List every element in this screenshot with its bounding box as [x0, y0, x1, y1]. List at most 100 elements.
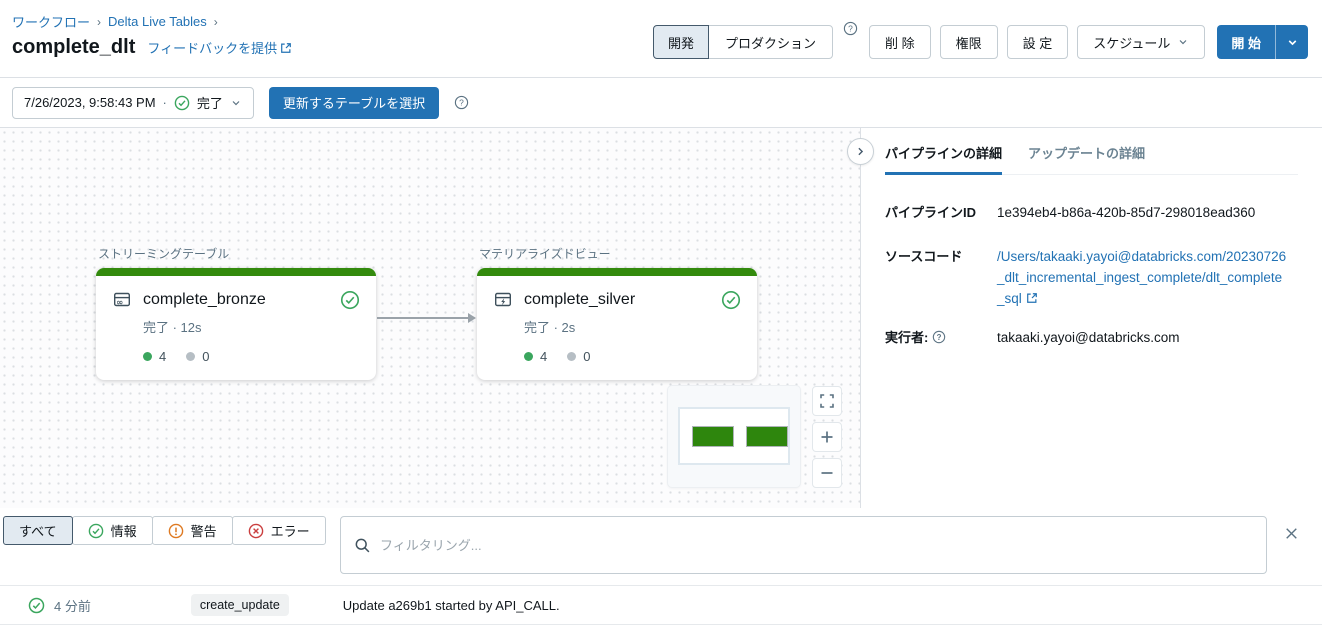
- event-type-badge: create_update: [190, 594, 289, 616]
- breadcrumb-dlt[interactable]: Delta Live Tables: [108, 14, 207, 29]
- event-log-search: [340, 516, 1267, 574]
- fail-dot: [567, 352, 577, 361]
- chevron-down-icon: [1179, 40, 1187, 45]
- filter-error-chip[interactable]: エラー: [231, 516, 326, 545]
- filter-info-chip[interactable]: 情報: [71, 516, 153, 545]
- filter-warning-chip[interactable]: 警告: [151, 516, 233, 545]
- main-area: ストリーミングテーブル ∞ complete_bronze 完了 · 12s: [0, 128, 1322, 508]
- mode-dev-button[interactable]: 開発: [652, 25, 709, 59]
- schedule-button[interactable]: スケジュール: [1077, 25, 1206, 59]
- fail-dot: [186, 352, 196, 361]
- start-split-button: 開 始: [1217, 25, 1308, 59]
- node-status-line: 完了 · 2s: [524, 320, 576, 335]
- node-group-streaming-table: ストリーミングテーブル ∞ complete_bronze 完了 · 12s: [96, 245, 376, 380]
- tab-pipeline-details[interactable]: パイプラインの詳細: [885, 143, 1003, 175]
- filter-error-label: エラー: [270, 524, 310, 539]
- success-check-icon: [174, 95, 190, 110]
- minimap-viewport[interactable]: [678, 407, 790, 465]
- select-tables-button[interactable]: 更新するテーブルを選択: [268, 86, 440, 119]
- header-actions: 開発 プロダクション ? 削 除 権限 設 定 スケジュール 開 始: [652, 21, 1308, 77]
- svg-text:?: ?: [459, 98, 464, 108]
- warning-icon: [168, 523, 183, 538]
- run-timestamp: 7/26/2023, 9:58:43 PM: [24, 95, 156, 110]
- zoom-controls: [812, 386, 842, 488]
- details-panel: パイプラインの詳細 アップデートの詳細 パイプラインID 1e394eb4-b8…: [847, 128, 1322, 508]
- zoom-in-button[interactable]: [812, 422, 842, 452]
- breadcrumb-separator: ›: [97, 14, 102, 29]
- tab-update-details[interactable]: アップデートの詳細: [1028, 146, 1146, 161]
- graph-edge-arrow: [377, 313, 476, 322]
- filter-all-label: すべて: [19, 524, 57, 539]
- start-dropdown-button[interactable]: [1275, 25, 1308, 59]
- zoom-out-button[interactable]: [812, 458, 842, 488]
- external-link-icon: [1026, 292, 1037, 303]
- feedback-link[interactable]: フィードバックを提供: [147, 38, 292, 57]
- event-log-filter-bar: すべて 情報 警告 エラー: [0, 508, 1322, 574]
- node-status-line: 完了 · 12s: [143, 320, 202, 335]
- permissions-button[interactable]: 権限: [939, 25, 998, 59]
- node-group-label: ストリーミングテーブル: [98, 247, 230, 261]
- mode-toggle: 開発 プロダクション: [652, 25, 834, 59]
- node-group-label: マテリアライズドビュー: [479, 247, 611, 261]
- mode-help-icon[interactable]: ?: [843, 21, 858, 36]
- chevron-down-icon: [1288, 39, 1296, 45]
- update-bar: 7/26/2023, 9:58:43 PM · 完了 更新するテーブルを選択 ?: [0, 78, 1322, 128]
- page-header: ワークフロー › Delta Live Tables › complete_dl…: [0, 0, 1322, 78]
- owner-help-icon[interactable]: ?: [932, 330, 946, 344]
- details-tabs: パイプラインの詳細 アップデートの詳細: [885, 143, 1298, 175]
- feedback-link-label: フィードバックを提供: [147, 41, 278, 56]
- close-event-log-button[interactable]: [1283, 525, 1300, 542]
- source-code-link[interactable]: /Users/takaaki.yayoi@databricks.com/2023…: [997, 247, 1289, 310]
- settings-button[interactable]: 設 定: [1006, 25, 1069, 59]
- run-status: 完了: [196, 96, 223, 111]
- pipeline-id-label: パイプラインID: [885, 205, 977, 220]
- source-code-path: /Users/takaaki.yayoi@databricks.com/2023…: [997, 248, 1287, 306]
- update-run-selector[interactable]: 7/26/2023, 9:58:43 PM · 完了: [12, 86, 254, 119]
- mode-prod-button[interactable]: プロダクション: [708, 25, 834, 59]
- panel-collapse-button[interactable]: [847, 138, 874, 165]
- info-check-icon: [88, 523, 103, 538]
- fit-to-screen-button[interactable]: [812, 386, 842, 416]
- run-separator: ·: [162, 95, 167, 110]
- node-metrics: 4 0: [524, 349, 741, 364]
- start-button[interactable]: 開 始: [1231, 35, 1261, 51]
- owner-label: 実行者:: [885, 329, 929, 345]
- error-icon: [248, 523, 263, 538]
- node-success-icon: [340, 290, 360, 310]
- external-link-icon: [281, 42, 291, 53]
- fullscreen-icon: [820, 394, 834, 408]
- node-metrics: 4 0: [143, 349, 360, 364]
- success-dot: [143, 352, 152, 361]
- breadcrumb: ワークフロー › Delta Live Tables ›: [12, 12, 292, 31]
- delete-button[interactable]: 削 除: [869, 25, 931, 59]
- pipeline-id-row: パイプラインID 1e394eb4-b86a-420b-85d7-298018e…: [885, 203, 1298, 224]
- node-group-materialized-view: マテリアライズドビュー complete_silver 完了 · 2s: [477, 245, 757, 380]
- event-message: Update a269b1 started by API_CALL.: [342, 597, 560, 613]
- chevron-right-icon: [858, 147, 864, 156]
- chevron-down-icon: [232, 100, 240, 105]
- header-left: ワークフロー › Delta Live Tables › complete_dl…: [12, 12, 292, 77]
- pipeline-id-value: 1e394eb4-b86a-420b-85d7-298018ead360: [997, 205, 1256, 220]
- node-name: complete_bronze: [143, 291, 266, 308]
- materialized-view-icon: [495, 292, 512, 307]
- event-log-section: すべて 情報 警告 エラー 4 分前 create_update Updat: [0, 508, 1322, 638]
- pipeline-graph-canvas[interactable]: ストリーミングテーブル ∞ complete_bronze 完了 · 12s: [0, 128, 861, 508]
- event-time: 4 分前: [54, 598, 91, 614]
- event-log-row[interactable]: 4 分前 create_update Update a269b1 started…: [0, 585, 1322, 625]
- graph-minimap[interactable]: [668, 386, 800, 487]
- node-name: complete_silver: [524, 291, 636, 308]
- source-code-row: ソースコード /Users/takaaki.yayoi@databricks.c…: [885, 247, 1298, 310]
- schedule-button-label: スケジュール: [1093, 35, 1171, 51]
- select-tables-help-icon[interactable]: ?: [454, 95, 469, 110]
- filter-warning-label: 警告: [190, 524, 217, 539]
- node-status-bar: [96, 268, 376, 276]
- breadcrumb-separator: ›: [213, 14, 218, 29]
- node-complete-silver[interactable]: complete_silver 完了 · 2s 4 0: [477, 268, 757, 380]
- close-icon: [1286, 528, 1297, 539]
- filter-input[interactable]: [380, 537, 1253, 553]
- svg-text:?: ?: [937, 332, 942, 341]
- node-complete-bronze[interactable]: ∞ complete_bronze 完了 · 12s 4 0: [96, 268, 376, 380]
- filter-info-label: 情報: [110, 524, 137, 539]
- filter-all-chip[interactable]: すべて: [3, 516, 73, 545]
- breadcrumb-workflows[interactable]: ワークフロー: [12, 15, 91, 30]
